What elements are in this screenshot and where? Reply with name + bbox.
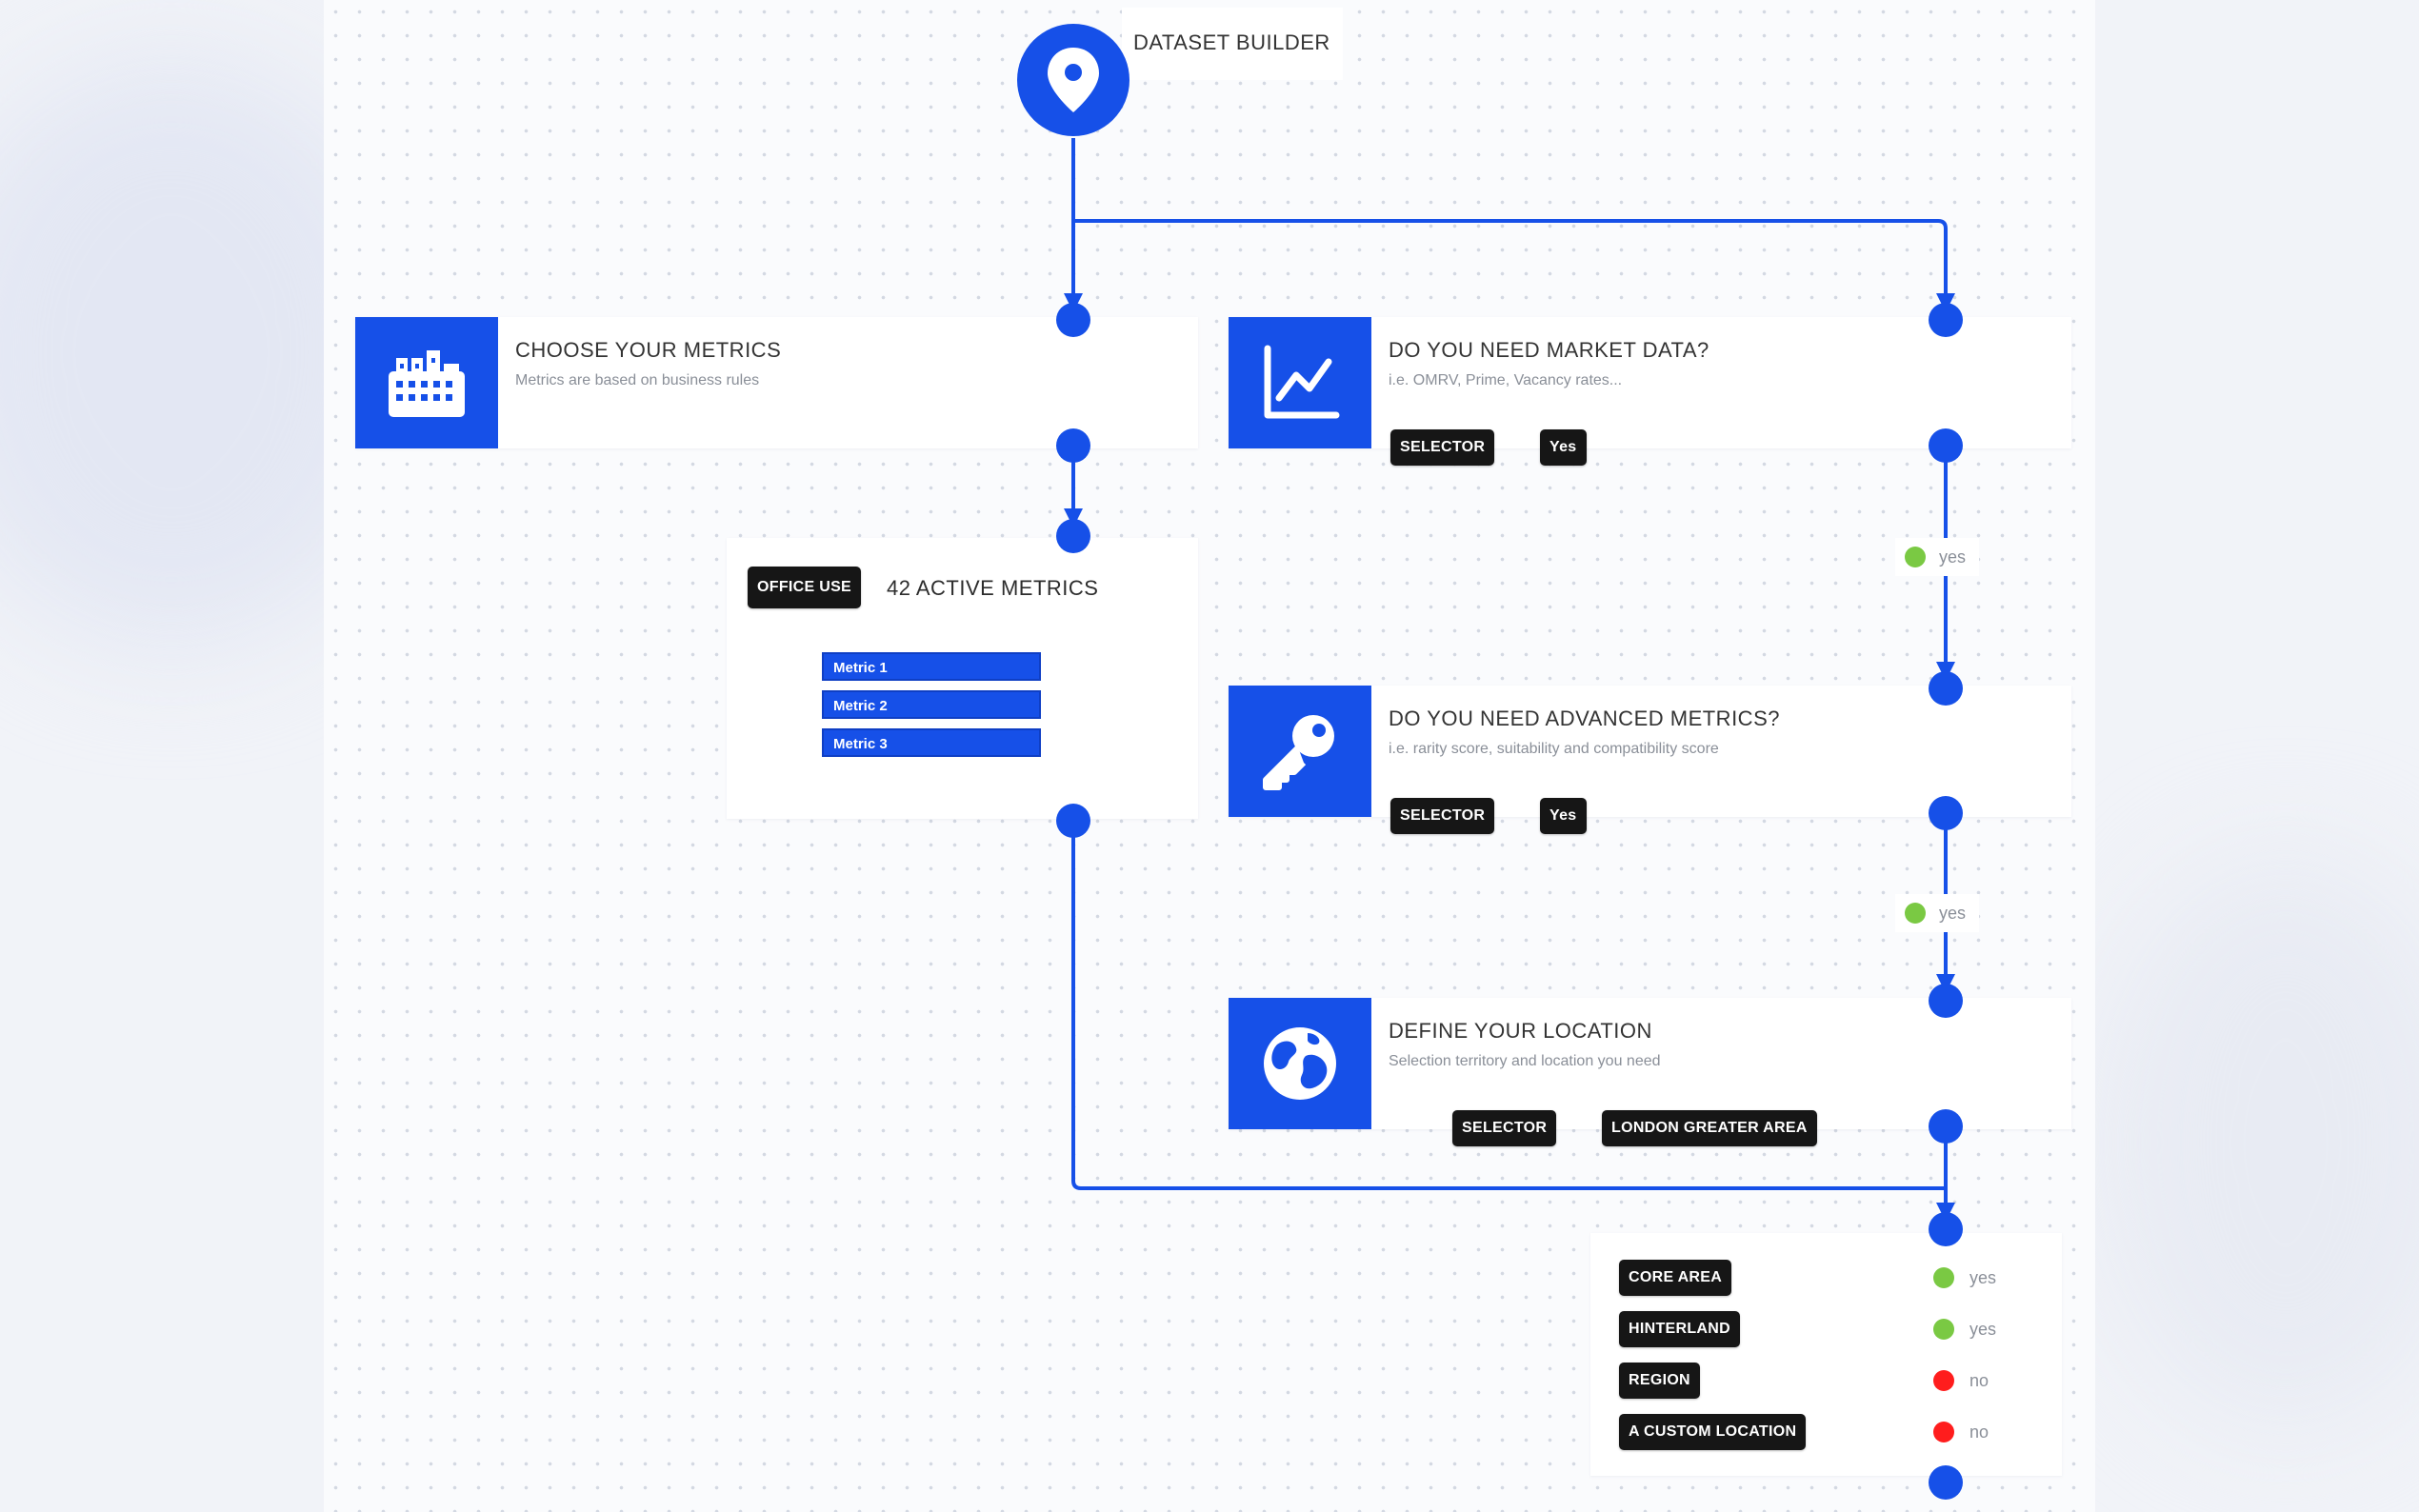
status-text: no bbox=[1969, 1370, 1989, 1390]
location-option-row[interactable]: HINTERLAND yes bbox=[1619, 1311, 2067, 1353]
node-title: DEFINE YOUR LOCATION bbox=[1389, 1019, 1652, 1043]
output-port[interactable] bbox=[1929, 1109, 1963, 1144]
value-chip[interactable]: Yes bbox=[1540, 798, 1587, 834]
map-pin-icon bbox=[1048, 48, 1099, 112]
output-port[interactable] bbox=[1056, 428, 1090, 463]
node-market-data[interactable]: DO YOU NEED MARKET DATA? i.e. OMRV, Prim… bbox=[1229, 317, 2071, 466]
location-value-chip[interactable]: LONDON GREATER AREA bbox=[1602, 1110, 1817, 1146]
status-text: no bbox=[1969, 1422, 1989, 1442]
active-metrics-count: 42 ACTIVE METRICS bbox=[887, 576, 1099, 600]
metric-item[interactable]: Metric 1 bbox=[822, 652, 1041, 681]
node-location-options[interactable]: CORE AREA yes HINTERLAND yes REGION no A… bbox=[1590, 1233, 2062, 1476]
status-dot-yes bbox=[1933, 1319, 1954, 1340]
option-status: yes bbox=[1933, 1267, 1996, 1288]
location-option-chip[interactable]: CORE AREA bbox=[1619, 1260, 1732, 1296]
line-chart-icon bbox=[1264, 345, 1340, 419]
output-port[interactable] bbox=[1929, 1465, 1963, 1500]
input-port[interactable] bbox=[1929, 1212, 1963, 1246]
input-port[interactable] bbox=[1056, 519, 1090, 553]
output-port[interactable] bbox=[1056, 804, 1090, 838]
node-subtitle: Metrics are based on business rules bbox=[515, 372, 760, 388]
node-title: DO YOU NEED ADVANCED METRICS? bbox=[1389, 706, 1780, 730]
status-dot-yes bbox=[1905, 547, 1926, 567]
input-port[interactable] bbox=[1929, 671, 1963, 706]
node-title: DO YOU NEED MARKET DATA? bbox=[1389, 338, 1709, 362]
globe-icon bbox=[1264, 1027, 1336, 1100]
metric-item[interactable]: Metric 2 bbox=[822, 690, 1041, 719]
location-option-chip[interactable]: REGION bbox=[1619, 1363, 1700, 1399]
status-dot-yes bbox=[1933, 1267, 1954, 1288]
node-choose-metrics[interactable]: CHOOSE YOUR METRICS Metrics are based on… bbox=[355, 317, 1198, 448]
node-subtitle: i.e. rarity score, suitability and compa… bbox=[1389, 741, 1719, 757]
branch-tag-text: yes bbox=[1939, 903, 1967, 923]
output-port[interactable] bbox=[1929, 796, 1963, 830]
option-status: no bbox=[1933, 1422, 1989, 1442]
branch-yes-tag: yes bbox=[1895, 538, 1980, 576]
input-port[interactable] bbox=[1929, 984, 1963, 1018]
status-text: yes bbox=[1969, 1267, 1997, 1287]
branch-tag-text: yes bbox=[1939, 547, 1967, 567]
status-text: yes bbox=[1969, 1319, 1997, 1339]
node-define-location[interactable]: DEFINE YOUR LOCATION Selection territory… bbox=[1229, 998, 2071, 1146]
input-port[interactable] bbox=[1056, 303, 1090, 337]
root-node[interactable] bbox=[1017, 24, 1130, 136]
node-advanced-metrics[interactable]: DO YOU NEED ADVANCED METRICS? i.e. rarit… bbox=[1229, 686, 2071, 834]
location-option-row[interactable]: A CUSTOM LOCATION no bbox=[1619, 1414, 2067, 1456]
status-dot-no bbox=[1933, 1422, 1954, 1442]
background-glow bbox=[2095, 857, 2419, 1428]
node-icon-box bbox=[355, 317, 498, 448]
node-icon-box bbox=[1229, 998, 1371, 1129]
location-option-row[interactable]: CORE AREA yes bbox=[1619, 1260, 2067, 1302]
root-node-title: DATASET BUILDER bbox=[1133, 30, 1330, 54]
node-icon-box bbox=[1229, 686, 1371, 817]
input-port[interactable] bbox=[1929, 303, 1963, 337]
selector-chip[interactable]: SELECTOR bbox=[1390, 429, 1495, 466]
option-status: no bbox=[1933, 1370, 1989, 1391]
value-chip[interactable]: Yes bbox=[1540, 429, 1587, 466]
location-option-chip[interactable]: HINTERLAND bbox=[1619, 1311, 1740, 1347]
node-subtitle: i.e. OMRV, Prime, Vacancy rates... bbox=[1389, 372, 1623, 388]
node-subtitle: Selection territory and location you nee… bbox=[1389, 1053, 1661, 1069]
status-dot-no bbox=[1933, 1370, 1954, 1391]
output-port[interactable] bbox=[1929, 428, 1963, 463]
status-dot-yes bbox=[1905, 903, 1926, 924]
metric-item[interactable]: Metric 3 bbox=[822, 728, 1041, 757]
option-status: yes bbox=[1933, 1319, 1996, 1340]
location-option-row[interactable]: REGION no bbox=[1619, 1363, 2067, 1404]
selector-chip[interactable]: SELECTOR bbox=[1390, 798, 1495, 834]
node-office-use[interactable]: OFFICE USE 42 ACTIVE METRICS Metric 1 Me… bbox=[727, 538, 1198, 819]
node-icon-box bbox=[1229, 317, 1371, 448]
root-node-label-bg bbox=[1122, 8, 1343, 80]
key-icon bbox=[1263, 715, 1334, 790]
buildings-icon bbox=[389, 350, 465, 417]
selector-chip[interactable]: SELECTOR bbox=[1452, 1110, 1557, 1146]
location-option-chip[interactable]: A CUSTOM LOCATION bbox=[1619, 1414, 1807, 1450]
branch-yes-tag: yes bbox=[1895, 894, 1980, 932]
office-use-badge[interactable]: OFFICE USE bbox=[748, 567, 862, 608]
node-title: CHOOSE YOUR METRICS bbox=[515, 338, 782, 362]
